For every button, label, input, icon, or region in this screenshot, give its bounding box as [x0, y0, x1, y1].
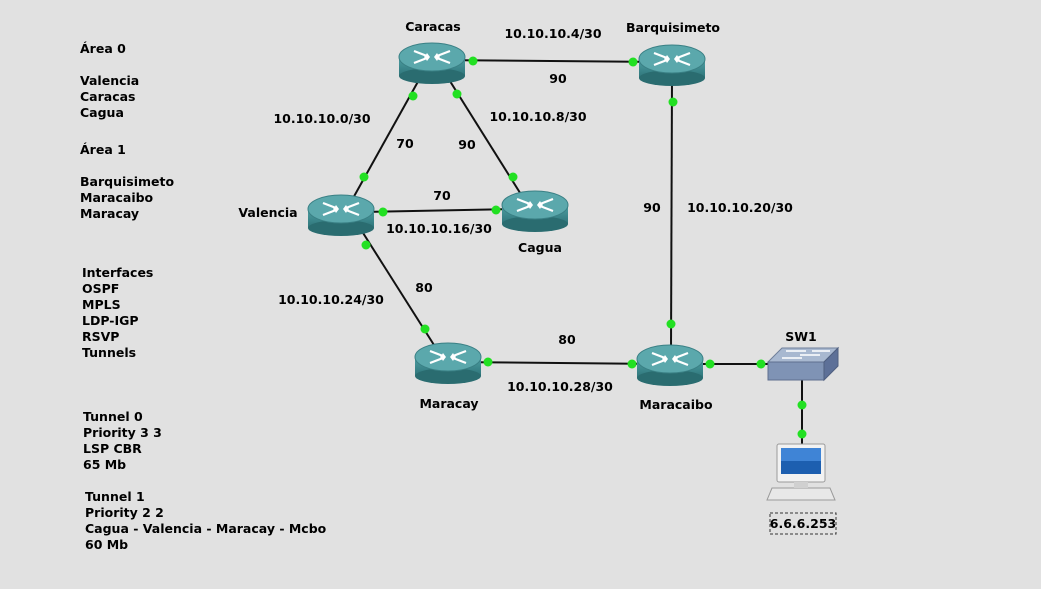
area0-item: Caracas — [80, 89, 136, 104]
pc-host[interactable] — [766, 443, 836, 501]
label-barquisimeto: Barquisimeto — [626, 20, 720, 35]
cost-caracas-barquisimeto: 90 — [549, 71, 567, 86]
link-barquisimeto-maracaibo[interactable] — [670, 77, 673, 351]
tunnel1-line: Tunnel 1 — [85, 489, 145, 504]
label-cagua: Cagua — [518, 240, 562, 255]
cost-caracas-valencia: 70 — [396, 136, 414, 151]
subnet-caracas-barquisimeto: 10.10.10.4/30 — [504, 26, 601, 41]
switch-sw1[interactable] — [766, 346, 840, 382]
area0-title: Área 0 — [80, 41, 126, 56]
subnet-valencia-cagua: 10.10.10.16/30 — [386, 221, 492, 236]
pc-address: 6.6.6.253 — [770, 516, 836, 531]
interfaces-item: LDP-IGP — [82, 313, 139, 328]
interfaces-title: Interfaces — [82, 265, 154, 280]
notes-tunnel0: Tunnel 0 Priority 3 3 LSP CBR 65 Mb — [83, 409, 162, 473]
cost-caracas-cagua: 90 — [458, 137, 476, 152]
label-maracaibo: Maracaibo — [639, 397, 713, 412]
tunnel1-line: 60 Mb — [85, 537, 129, 552]
notes-tunnel1: Tunnel 1 Priority 2 2 Cagua - Valencia -… — [85, 489, 326, 553]
label-maracay: Maracay — [419, 396, 478, 411]
cost-barquisimeto-maracaibo: 90 — [643, 200, 661, 215]
link-valencia-maracay[interactable] — [357, 224, 435, 346]
interfaces-item: MPLS — [82, 297, 121, 312]
subnet-caracas-valencia: 10.10.10.0/30 — [273, 111, 370, 126]
area1-item: Maracay — [80, 206, 140, 221]
label-sw1: SW1 — [785, 329, 817, 344]
subnet-maracay-maracaibo: 10.10.10.28/30 — [507, 379, 613, 394]
interfaces-item: RSVP — [82, 329, 120, 344]
router-caracas[interactable] — [397, 41, 467, 86]
area1-item: Maracaibo — [80, 190, 154, 205]
area0-item: Valencia — [80, 73, 140, 88]
tunnel0-line: Tunnel 0 — [83, 409, 143, 424]
subnet-caracas-cagua: 10.10.10.8/30 — [489, 109, 586, 124]
area1-title: Área 1 — [80, 142, 126, 157]
tunnel0-line: LSP CBR — [83, 441, 142, 456]
tunnel1-line: Cagua - Valencia - Maracay - Mcbo — [85, 521, 327, 536]
notes-areas: Área 0 Valencia Caracas Cagua — [80, 41, 139, 121]
router-maracay[interactable] — [413, 341, 483, 386]
notes-interfaces: Interfaces OSPF MPLS LDP-IGP RSVP Tunnel… — [82, 265, 153, 361]
area0-item: Cagua — [80, 105, 124, 120]
subnet-barquisimeto-maracaibo: 10.10.10.20/30 — [687, 200, 793, 215]
router-cagua[interactable] — [500, 189, 570, 234]
cost-valencia-maracay: 80 — [415, 280, 433, 295]
notes-area1: Área 1 Barquisimeto Maracaibo Maracay — [80, 142, 174, 222]
cost-maracay-maracaibo: 80 — [558, 332, 576, 347]
link-status-dots — [359, 56, 807, 439]
subnet-valencia-maracay: 10.10.10.24/30 — [278, 292, 384, 307]
pc-address-box — [769, 512, 837, 535]
cost-valencia-cagua: 70 — [433, 188, 451, 203]
router-maracaibo[interactable] — [635, 343, 705, 388]
tunnel0-line: Priority 3 3 — [83, 425, 162, 440]
area1-item: Barquisimeto — [80, 174, 175, 189]
tunnel0-line: 65 Mb — [83, 457, 127, 472]
label-valencia: Valencia — [238, 205, 297, 220]
label-caracas: Caracas — [405, 19, 461, 34]
tunnel1-line: Priority 2 2 — [85, 505, 164, 520]
interfaces-item: OSPF — [82, 281, 120, 296]
router-barquisimeto[interactable] — [637, 43, 707, 88]
router-valencia[interactable] — [306, 193, 376, 238]
interfaces-item: Tunnels — [82, 345, 137, 360]
